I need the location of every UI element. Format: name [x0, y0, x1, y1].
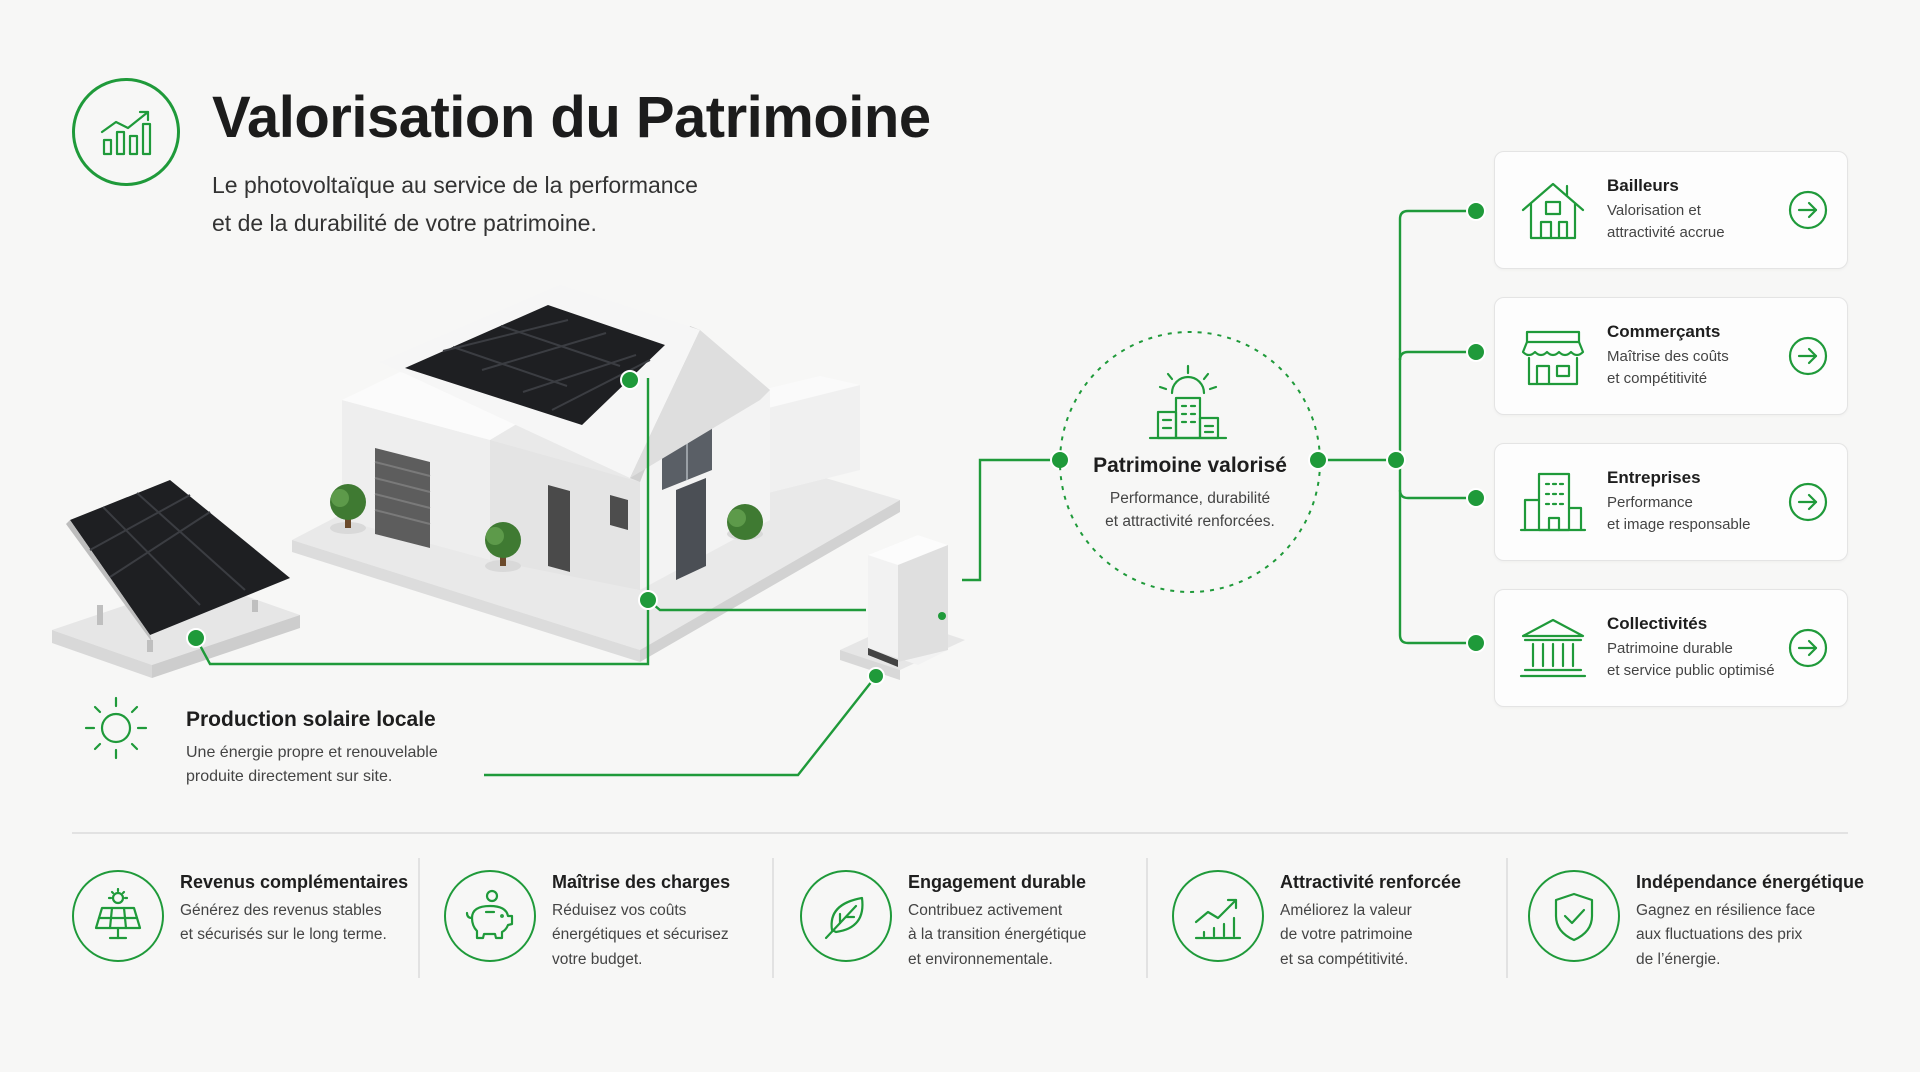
piggy-bank-icon	[444, 870, 536, 962]
benefit-description: Améliorez la valeur	[1280, 902, 1412, 919]
benefit-title: Revenus complémentaires	[180, 872, 409, 892]
audience-card-collectivites[interactable]: Collectivités Patrimoine durable et serv…	[1494, 589, 1848, 707]
roof-solar-panels	[405, 305, 665, 425]
card-description: et service public optimisé	[1607, 662, 1775, 679]
card-title: Commerçants	[1607, 322, 1721, 341]
benefit-title: Attractivité renforcée	[1280, 872, 1462, 892]
card-description: et image responsable	[1607, 516, 1751, 533]
card-description: attractivité accrue	[1607, 224, 1725, 241]
audience-card-commercants[interactable]: Commerçants Maîtrise des coûts et compét…	[1494, 297, 1848, 415]
benefit-maitrise: Maîtrise des charges Réduisez vos coûts …	[444, 856, 764, 980]
solar-title: Production solaire locale	[186, 708, 436, 731]
page-subtitle: et de la durabilité de votre patrimoine.	[212, 210, 597, 236]
benefit-title: Engagement durable	[908, 872, 1087, 892]
audience-card-bailleurs[interactable]: Bailleurs Valorisation et attractivité a…	[1494, 151, 1848, 269]
growth-chart-icon	[72, 78, 180, 186]
benefit-description: Générez des revenus stables	[180, 902, 382, 919]
connector-dots	[186, 201, 1486, 685]
card-description: Valorisation et	[1607, 202, 1701, 219]
house-icon	[1515, 172, 1591, 248]
arrow-right-icon[interactable]	[1787, 627, 1829, 669]
leaf-icon	[800, 870, 892, 962]
public-building-icon	[1515, 610, 1591, 686]
benefit-description: et environnementale.	[908, 951, 1053, 968]
benefit-separator	[772, 858, 774, 978]
benefit-separator	[1146, 858, 1148, 978]
benefit-description: Réduisez vos coûts	[552, 902, 687, 919]
benefit-description: à la transition énergétique	[908, 926, 1087, 943]
sun-icon	[82, 694, 150, 762]
center-description: et attractivité renforcées.	[1105, 513, 1275, 530]
shield-check-icon	[1528, 870, 1620, 962]
benefit-description: Gagnez en résilience face	[1636, 902, 1816, 919]
page-subtitle: Le photovoltaïque au service de la perfo…	[212, 172, 698, 198]
benefit-description: de votre patrimoine	[1280, 926, 1413, 943]
benefit-description: aux fluctuations des prix	[1636, 926, 1803, 943]
benefit-title: Indépendance énergétique	[1636, 872, 1865, 892]
benefit-engagement: Engagement durable Contribuez activement…	[800, 856, 1130, 980]
benefit-separator	[1506, 858, 1508, 978]
card-title: Bailleurs	[1607, 176, 1679, 195]
benefit-attractivite: Attractivité renforcée Améliorez la vale…	[1172, 856, 1502, 980]
benefit-title: Maîtrise des charges	[552, 872, 731, 892]
section-divider	[72, 832, 1848, 834]
card-description: Maîtrise des coûts	[1607, 348, 1729, 365]
card-description: Patrimoine durable	[1607, 640, 1733, 657]
benefit-description: Contribuez activement	[908, 902, 1063, 919]
benefit-separator	[418, 858, 420, 978]
office-building-icon	[1515, 464, 1591, 540]
tree	[485, 522, 521, 572]
solar-description: produite directement sur site.	[186, 768, 393, 785]
house	[342, 285, 770, 590]
audience-card-entreprises[interactable]: Entreprises Performance et image respons…	[1494, 443, 1848, 561]
benefit-description: de l’énergie.	[1636, 951, 1721, 968]
rising-chart-icon	[1172, 870, 1264, 962]
benefit-description: et sa compétitivité.	[1280, 951, 1409, 968]
tree	[727, 504, 763, 540]
inverter-unit	[840, 535, 965, 680]
benefit-revenus: Revenus complémentaires Générez des reve…	[72, 856, 412, 980]
card-description: et compétitivité	[1607, 370, 1708, 387]
benefit-description: énergétiques et sécurisez	[552, 926, 729, 943]
ground-solar-panel	[66, 480, 290, 652]
card-title: Collectivités	[1607, 614, 1708, 633]
buildings-sun-icon	[1148, 364, 1228, 440]
benefit-description: votre budget.	[552, 951, 643, 968]
benefit-description: et sécurisés sur le long terme.	[180, 926, 387, 943]
center-title: Patrimoine valorisé	[1093, 454, 1287, 477]
shop-icon	[1515, 318, 1591, 394]
center-description: Performance, durabilité	[1109, 490, 1271, 507]
arrow-right-icon[interactable]	[1787, 189, 1829, 231]
arrow-right-icon[interactable]	[1787, 481, 1829, 523]
solar-panel-icon	[72, 870, 164, 962]
arrow-right-icon[interactable]	[1787, 335, 1829, 377]
center-dashed-circle	[1059, 331, 1321, 593]
card-description: Performance	[1607, 494, 1693, 511]
benefit-independance: Indépendance énergétique Gagnez en résil…	[1528, 856, 1868, 980]
solar-description: Une énergie propre et renouvelable	[186, 744, 438, 761]
tree	[330, 484, 366, 534]
page-title: Valorisation du Patrimoine	[212, 85, 931, 150]
card-title: Entreprises	[1607, 468, 1701, 487]
